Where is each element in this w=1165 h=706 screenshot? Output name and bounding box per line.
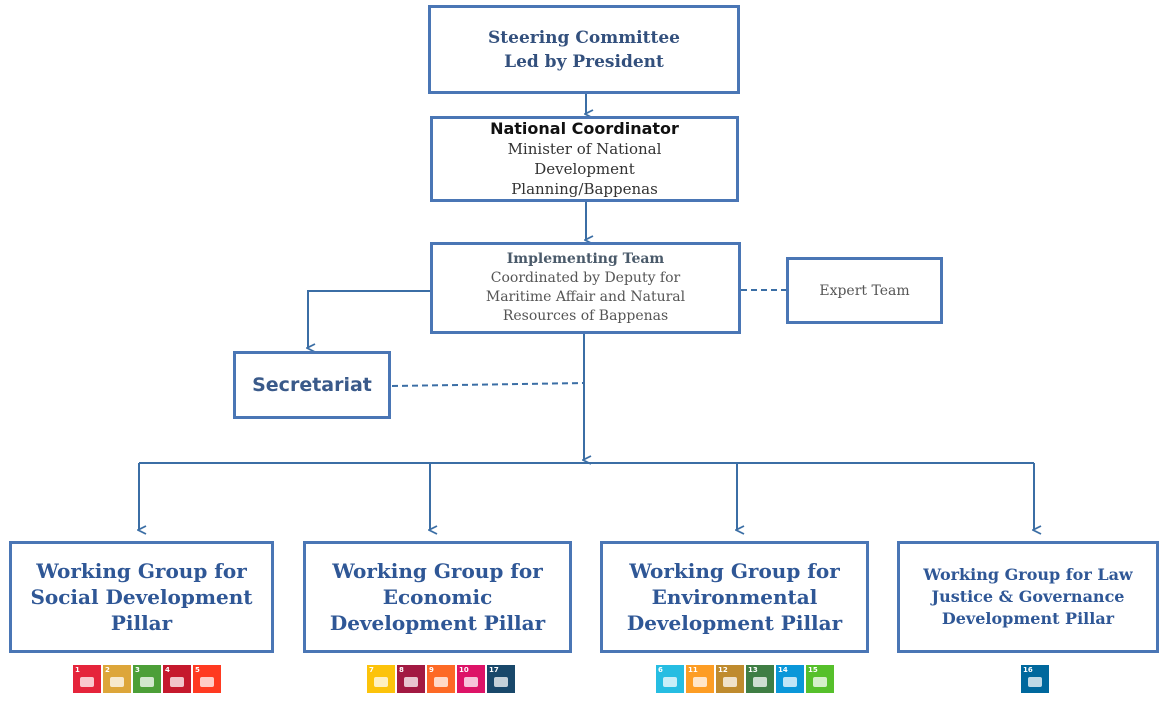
wg-economic-line-1: Working Group for — [332, 559, 543, 583]
sdg-icons-economic: 7 8 9 10 17 — [367, 665, 515, 693]
wg-environmental-line-3: Development Pillar — [626, 611, 843, 635]
national-line-3: Planning/Bappenas — [511, 180, 658, 198]
wg-social-line-1: Working Group for — [36, 559, 247, 583]
sdg-goal-6-icon: 6 — [656, 665, 684, 693]
implementing-line-2: Maritime Affair and Natural — [485, 289, 686, 305]
sdg-goal-number: 16 — [1023, 666, 1033, 674]
sdg-goal-number: 3 — [135, 666, 140, 674]
arrow-implementing-to-secretariat — [308, 290, 433, 348]
sdg-goal-number: 7 — [369, 666, 374, 674]
secretariat-label: Secretariat — [252, 374, 372, 396]
national-line-1: Minister of National — [507, 140, 662, 158]
wg-environmental-box: Working Group for Environmental Developm… — [600, 541, 869, 653]
sdg-goal-8-icon: 8 — [397, 665, 425, 693]
sdg-goal-9-icon: 9 — [427, 665, 455, 693]
steering-subtitle: Led by President — [504, 51, 664, 72]
expert-team-label: Expert Team — [819, 282, 910, 299]
steering-committee-box: Steering Committee Led by President — [428, 5, 740, 94]
sdg-goal-number: 8 — [399, 666, 404, 674]
sdg-goal-17-icon: 17 — [487, 665, 515, 693]
sdg-goal-16-icon: 16 — [1021, 665, 1049, 693]
wg-environmental-line-2: Environmental — [651, 585, 818, 609]
wg-social-line-2: Social Development — [30, 585, 253, 609]
wg-law-line-2: Justice & Governance — [931, 587, 1125, 606]
sdg-icons-social: 1 2 3 4 5 — [73, 665, 221, 693]
sdg-goal-number: 13 — [748, 666, 758, 674]
wg-law-line-1: Working Group for Law — [923, 565, 1133, 584]
sdg-goal-13-icon: 13 — [746, 665, 774, 693]
secretariat-box: Secretariat — [233, 351, 391, 419]
sdg-goal-number: 4 — [165, 666, 170, 674]
sdg-goal-number: 15 — [808, 666, 818, 674]
sdg-goal-3-icon: 3 — [133, 665, 161, 693]
sdg-goal-number: 10 — [459, 666, 469, 674]
national-title: National Coordinator — [490, 119, 679, 138]
sdg-goal-number: 1 — [75, 666, 80, 674]
wg-economic-line-3: Development Pillar — [329, 611, 546, 635]
wg-law-line-3: Development Pillar — [941, 609, 1115, 628]
sdg-goal-number: 6 — [658, 666, 663, 674]
dashed-link-secretariat — [391, 382, 585, 387]
implementing-team-box: Implementing Team Coordinated by Deputy … — [430, 242, 741, 334]
sdg-goal-14-icon: 14 — [776, 665, 804, 693]
sdg-goal-number: 9 — [429, 666, 434, 674]
wg-social-line-3: Pillar — [110, 611, 173, 635]
national-coordinator-box: National Coordinator Minister of Nationa… — [430, 116, 739, 202]
sdg-goal-11-icon: 11 — [686, 665, 714, 693]
wg-environmental-line-1: Working Group for — [629, 559, 840, 583]
implementing-line-1: Coordinated by Deputy for — [490, 270, 681, 286]
wg-economic-line-2: Economic — [382, 585, 493, 609]
sdg-icons-environmental: 6 11 12 13 14 15 — [656, 665, 834, 693]
sdg-icons-law: 16 — [1021, 665, 1049, 693]
national-line-2: Development — [534, 160, 635, 178]
wg-economic-box: Working Group for Economic Development P… — [303, 541, 572, 653]
sdg-goal-4-icon: 4 — [163, 665, 191, 693]
steering-title: Steering Committee — [488, 27, 680, 48]
wg-law-box: Working Group for Law Justice & Governan… — [897, 541, 1159, 653]
sdg-goal-number: 14 — [778, 666, 788, 674]
expert-team-box: Expert Team — [786, 257, 943, 324]
sdg-goal-number: 12 — [718, 666, 728, 674]
sdg-goal-5-icon: 5 — [193, 665, 221, 693]
sdg-goal-12-icon: 12 — [716, 665, 744, 693]
sdg-goal-1-icon: 1 — [73, 665, 101, 693]
sdg-goal-10-icon: 10 — [457, 665, 485, 693]
sdg-goal-15-icon: 15 — [806, 665, 834, 693]
sdg-goal-number: 5 — [195, 666, 200, 674]
sdg-goal-number: 2 — [105, 666, 110, 674]
implementing-line-3: Resources of Bappenas — [502, 308, 669, 324]
sdg-goal-2-icon: 2 — [103, 665, 131, 693]
sdg-goal-number: 11 — [688, 666, 698, 674]
sdg-goal-number: 17 — [489, 666, 499, 674]
implementing-title: Implementing Team — [506, 251, 665, 267]
sdg-goal-7-icon: 7 — [367, 665, 395, 693]
wg-social-box: Working Group for Social Development Pil… — [9, 541, 274, 653]
